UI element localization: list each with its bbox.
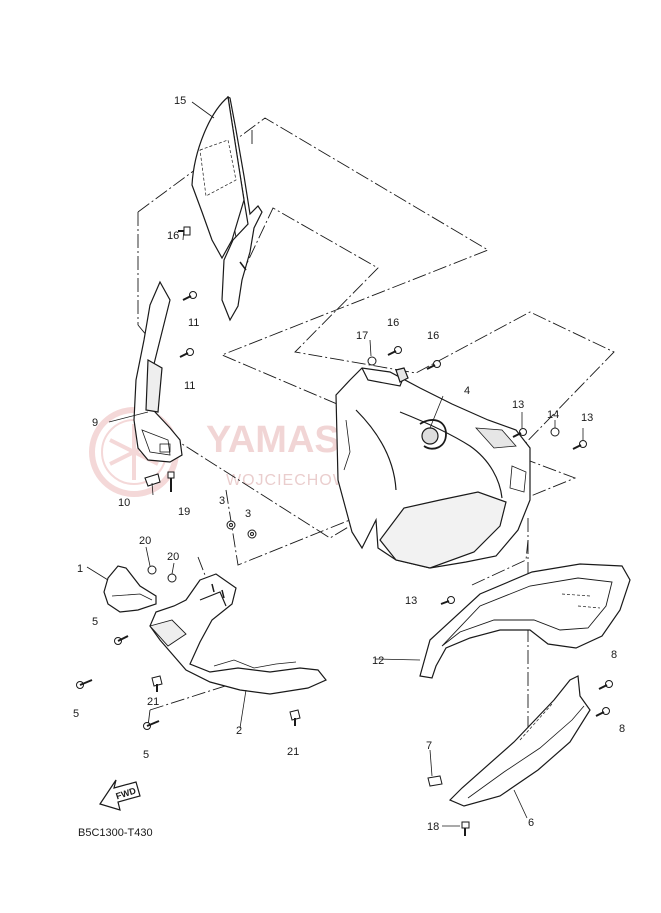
part-2-lower-panel [149,573,327,695]
callout-16: 16 [427,330,439,342]
callout-13: 13 [405,595,417,607]
callout-labels: 15 16 11 11 9 10 19 17 16 16 4 13 14 13 … [73,95,625,833]
callout-1: 1 [77,563,83,575]
leader-lines [86,101,584,827]
bolt-icon-11-lower [179,348,194,358]
nut-icon-20-a [147,565,157,575]
screw-icon-5-c [143,720,160,730]
callout-13: 13 [581,412,593,424]
washer-icon-3-b [247,529,257,539]
callout-15: 15 [174,95,186,107]
callout-9: 9 [92,417,98,429]
callout-5: 5 [73,708,79,720]
fwd-arrow-icon: FWD [99,779,141,811]
part-10-clip [144,473,161,487]
diagram-code: B5C1300-T430 [78,827,153,839]
callout-18: 18 [427,821,439,833]
callout-8: 8 [611,649,617,661]
callout-5: 5 [143,749,149,761]
callout-17: 17 [356,330,368,342]
rivet-icon-21-a [151,675,163,692]
callout-3: 3 [245,508,251,520]
rivet-icon-21-b [289,709,301,726]
callout-21: 21 [147,696,159,708]
callout-13: 13 [512,399,524,411]
callout-4: 4 [464,385,470,397]
callout-6: 6 [528,817,534,829]
callout-12: 12 [372,655,384,667]
screw-icon-18 [461,821,470,836]
nut-icon-20-b [167,573,177,583]
callout-16: 16 [167,230,179,242]
washer-icon-17 [367,356,377,366]
clip-icon-7 [427,775,443,787]
part-4-headlight-assembly [335,367,531,569]
bolt-icon-16-right [426,360,441,370]
part-15-upper-side-cover [191,95,263,322]
callout-11: 11 [184,380,195,392]
part-9-inner-panel [133,280,183,463]
callout-2: 2 [236,725,242,737]
part-6-lower-side-cover [448,675,591,807]
screw-icon-5-b [76,679,93,689]
callout-10: 10 [118,497,130,509]
bolt-icon-13-c [440,596,455,605]
callout-20: 20 [167,551,179,563]
screw-icon-5-a [114,635,129,645]
callout-3: 3 [219,495,225,507]
callout-7: 7 [426,740,432,752]
hardware [76,226,613,836]
part-1-small-cover [103,565,157,613]
callout-16: 16 [387,317,399,329]
bolt-icon-13-b [572,440,587,450]
callout-21: 21 [287,746,299,758]
callout-11: 11 [188,317,199,329]
part-12-front-side-cover [419,563,631,679]
bolt-icon-8-a [598,680,613,690]
callout-14: 14 [547,409,559,421]
bolt-icon-11-upper [182,291,197,301]
bolt-icon-16-center [387,346,402,356]
callout-5: 5 [92,616,98,628]
washer-icon-14 [550,427,560,437]
callout-20: 20 [139,535,151,547]
screw-icon-19 [167,471,175,492]
callout-19: 19 [178,506,190,518]
washer-icon-3-a [226,520,236,530]
bolt-icon-13-a [512,428,527,438]
callout-8: 8 [619,723,625,735]
bolt-icon-8-b [595,707,610,717]
